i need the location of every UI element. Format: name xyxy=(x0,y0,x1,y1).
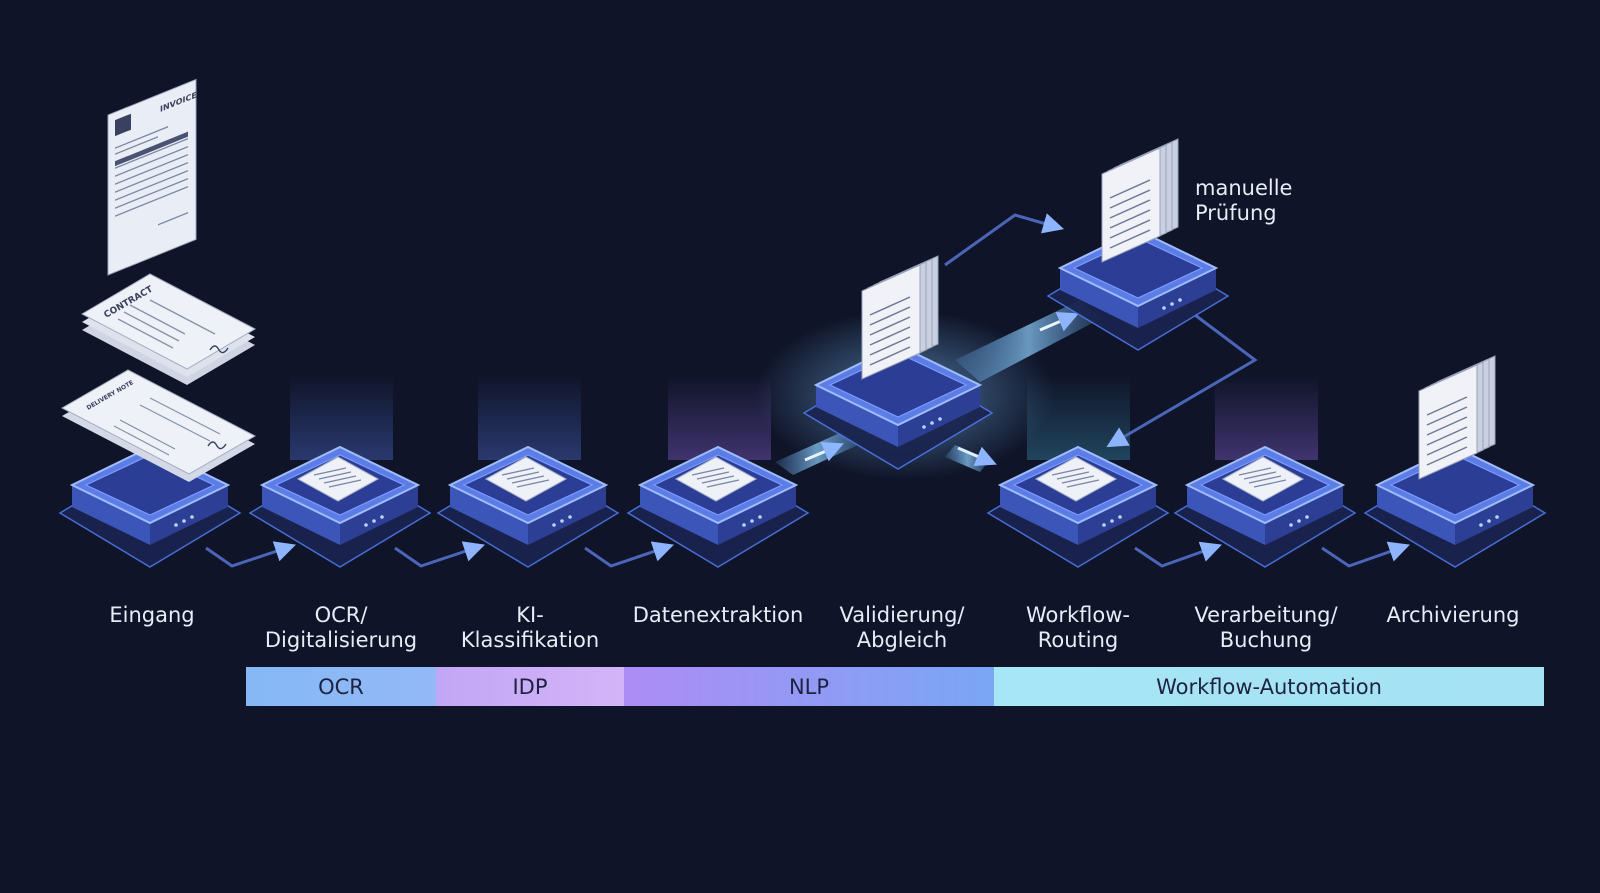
node-archivierung xyxy=(1363,355,1547,568)
contract-document: CONTRACT xyxy=(80,273,257,385)
stage-label-workflow-routing: Workflow- Routing xyxy=(1025,603,1130,652)
tech-segment-idp: IDP xyxy=(436,667,624,706)
input-documents: INVOICE CONTRACT DELIVERY NO xyxy=(60,78,257,482)
node-verarbeitung xyxy=(1173,445,1357,568)
stage-label-validierung: Validierung/ Abgleich xyxy=(839,603,965,652)
tech-segment-workflow-automation: Workflow-Automation xyxy=(994,667,1544,706)
stage-label-ki-klassifikation: KI- Klassifikation xyxy=(460,603,600,652)
stage-label-archivierung: Archivierung xyxy=(1386,603,1520,627)
node-validierung xyxy=(802,255,994,470)
delivery-document: DELIVERY NOTE xyxy=(60,369,257,482)
flow-connectors xyxy=(205,213,1410,568)
technology-bar: OCR IDP NLP Workflow-Automation xyxy=(246,667,1544,706)
review-node-label: manuelle Prüfung xyxy=(1195,176,1293,225)
tech-segment-ocr: OCR xyxy=(246,667,436,706)
stage-label-datenextraktion: Datenextraktion xyxy=(632,603,804,627)
node-ocr xyxy=(248,445,432,568)
stage-label-eingang: Eingang xyxy=(109,603,195,627)
node-manuelle-pruefung xyxy=(1046,138,1230,351)
tech-segment-nlp: NLP xyxy=(624,667,994,706)
light-beams xyxy=(290,375,1318,460)
node-datenextraktion xyxy=(626,445,810,568)
node-routing xyxy=(986,445,1170,568)
stage-label-verarbeitung: Verarbeitung/ Buchung xyxy=(1194,603,1338,652)
invoice-document: INVOICE xyxy=(107,78,197,276)
node-ki xyxy=(436,445,620,568)
stage-label-ocr: OCR/ Digitalisierung xyxy=(264,603,418,652)
